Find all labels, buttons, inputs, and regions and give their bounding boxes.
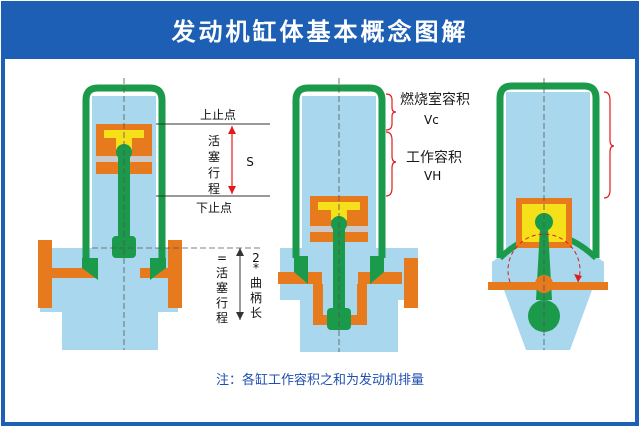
footnote: 注：各缸工作容积之和为发动机排量 — [216, 372, 424, 388]
flange-middle-right — [404, 258, 418, 308]
page-title: 发动机缸体基本概念图解 — [171, 18, 469, 46]
crank-pin-right — [535, 275, 553, 293]
vh-label: VH — [424, 169, 441, 183]
header-bar — [3, 3, 637, 59]
crank-char-1: 2 — [252, 251, 260, 265]
crank-arrow-top — [236, 248, 244, 256]
eq-char-1: = — [217, 251, 227, 265]
crank-char-2: * — [253, 261, 259, 275]
flange-left-outer — [38, 240, 52, 308]
rotation-arrow-right — [574, 274, 582, 282]
cylinder-right — [488, 78, 608, 350]
working-brace — [385, 131, 397, 197]
cylinder-wall-right — [496, 82, 600, 258]
tdc-label: 上止点 — [200, 108, 236, 122]
eq-char-5: 程 — [216, 310, 228, 325]
combustion-brace — [385, 93, 397, 131]
stroke-char-4: 程 — [208, 181, 220, 196]
crank-bracket-r — [150, 258, 166, 280]
crank-web-middle-b — [358, 272, 402, 284]
stroke-arrow-bottom — [228, 186, 236, 194]
crank-char-4: 柄 — [250, 291, 262, 305]
flange-right-outer — [168, 240, 182, 308]
stroke-char-1: 活 — [208, 134, 220, 148]
watermark: 头条 @科技智能制造 — [478, 397, 608, 414]
rod-big-end-left — [112, 236, 136, 258]
stroke-char-3: 行 — [208, 166, 220, 180]
cylinder-left — [38, 78, 260, 350]
crank-bracket-ml — [294, 256, 308, 284]
eq-char-3: 塞 — [216, 280, 228, 295]
piston-insert-middle — [318, 202, 360, 220]
eq-char-2: 活 — [216, 266, 228, 280]
crank-bracket-mr — [370, 256, 384, 284]
crank-bracket-l — [82, 258, 98, 280]
rod-big-end-middle — [327, 308, 351, 330]
working-label: 工作容积 — [406, 149, 462, 166]
crank-arrow-bottom — [236, 312, 244, 320]
piston-insert-left — [104, 130, 144, 150]
stroke-char-2: 塞 — [208, 149, 220, 164]
crank-web-middle-a — [278, 272, 322, 284]
stroke-symbol: S — [246, 155, 254, 169]
eq-char-4: 行 — [216, 296, 228, 310]
crank-char-3: 曲 — [250, 276, 262, 290]
stroke-arrow-top — [228, 126, 236, 134]
combustion-label: 燃烧室容积 — [400, 91, 470, 108]
cylinder-middle — [278, 78, 418, 352]
bdc-label: 下止点 — [196, 201, 232, 215]
right-brace — [603, 91, 615, 199]
vc-label: Vc — [424, 113, 439, 127]
crank-char-5: 长 — [250, 306, 262, 320]
